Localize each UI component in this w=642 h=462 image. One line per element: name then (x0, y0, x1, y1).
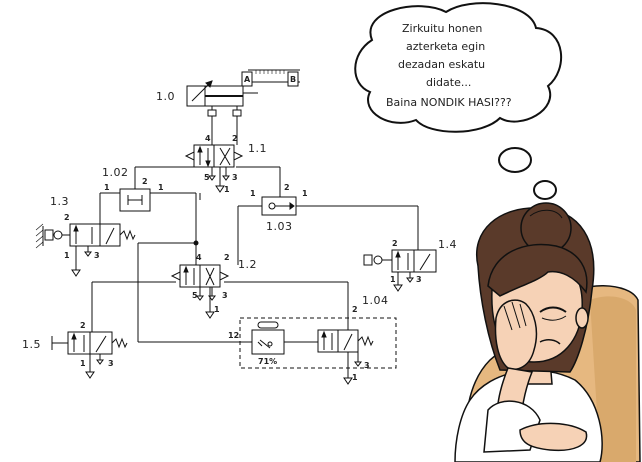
shuttle-valve-1-02 (119, 188, 151, 212)
valve-1-1 (184, 144, 244, 193)
port-label: 2 (80, 321, 86, 330)
port-label: 4 (205, 134, 211, 143)
label-valve-main: 1.1 (248, 142, 267, 155)
thought-bubble: Zirkuitu honen azterketa egin dezadan es… (354, 2, 563, 200)
label-limit-b: B (290, 75, 296, 84)
port-label: 1 (352, 373, 358, 382)
port-label: 1 (104, 183, 110, 192)
port-label: 4 (196, 253, 202, 262)
bubble-line-3: dezadan eskatu (398, 58, 485, 71)
valve-1-2 (170, 264, 230, 319)
cylinder-1-0 (186, 69, 300, 145)
port-label: 1 (64, 251, 70, 260)
label-cylinder: 1.0 (156, 90, 175, 103)
circuit (35, 69, 437, 385)
port-label: 2 (352, 305, 358, 314)
port-label: 3 (94, 251, 100, 260)
label-valve-mid: 1.2 (238, 258, 257, 271)
port-label: 2 (284, 183, 290, 192)
timer-group-1-04 (239, 317, 397, 385)
port-label: 1 (80, 359, 86, 368)
port-label: 2 (64, 213, 70, 222)
port-label: 5 (204, 173, 210, 182)
label-timer-percent: 71% (258, 357, 277, 366)
girl-illustration (454, 202, 641, 462)
piping (91, 166, 419, 343)
port-label: 1 (224, 185, 230, 194)
port-label: 2 (224, 253, 230, 262)
bubble-line-5: Baina NONDIK HASI??? (386, 96, 512, 109)
valve-1-3 (35, 223, 136, 277)
label-valve-bottom-left: 1.5 (22, 338, 41, 351)
bubble-line-2: azterketa egin (406, 40, 485, 53)
port-label: 3 (108, 359, 114, 368)
port-label: 2 (142, 177, 148, 186)
port-label: 3 (364, 361, 370, 370)
and-valve-1-03 (261, 196, 297, 216)
label-valve-right: 1.4 (438, 238, 457, 251)
port-label: 3 (416, 275, 422, 284)
bubble-line-4: didate... (426, 76, 471, 89)
port-label: 2 (232, 134, 238, 143)
label-shuttle: 1.02 (102, 166, 129, 179)
port-label: 1 (302, 189, 308, 198)
valve-1-4 (363, 249, 437, 292)
label-timer-group: 1.04 (362, 294, 389, 307)
bubble-line-1: Zirkuitu honen (402, 22, 482, 35)
port-label: 1 (214, 305, 220, 314)
port-label: 5 (192, 291, 198, 300)
hand (494, 299, 538, 370)
port-label: 3 (232, 173, 238, 182)
label-and-valve: 1.03 (266, 220, 293, 233)
label-valve-left: 1.3 (50, 195, 69, 208)
port-label: 12 (228, 331, 239, 340)
port-label: 1 (158, 183, 164, 192)
circuit-labels: 1.0 1.1 1.02 1.03 1.3 1.4 1.2 1.5 1.04 7… (22, 75, 457, 382)
label-limit-a: A (244, 75, 251, 84)
valve-1-5 (51, 331, 128, 379)
port-label: 3 (222, 291, 228, 300)
port-label: 1 (250, 189, 256, 198)
port-label: 1 (390, 275, 396, 284)
port-label: 2 (392, 239, 398, 248)
